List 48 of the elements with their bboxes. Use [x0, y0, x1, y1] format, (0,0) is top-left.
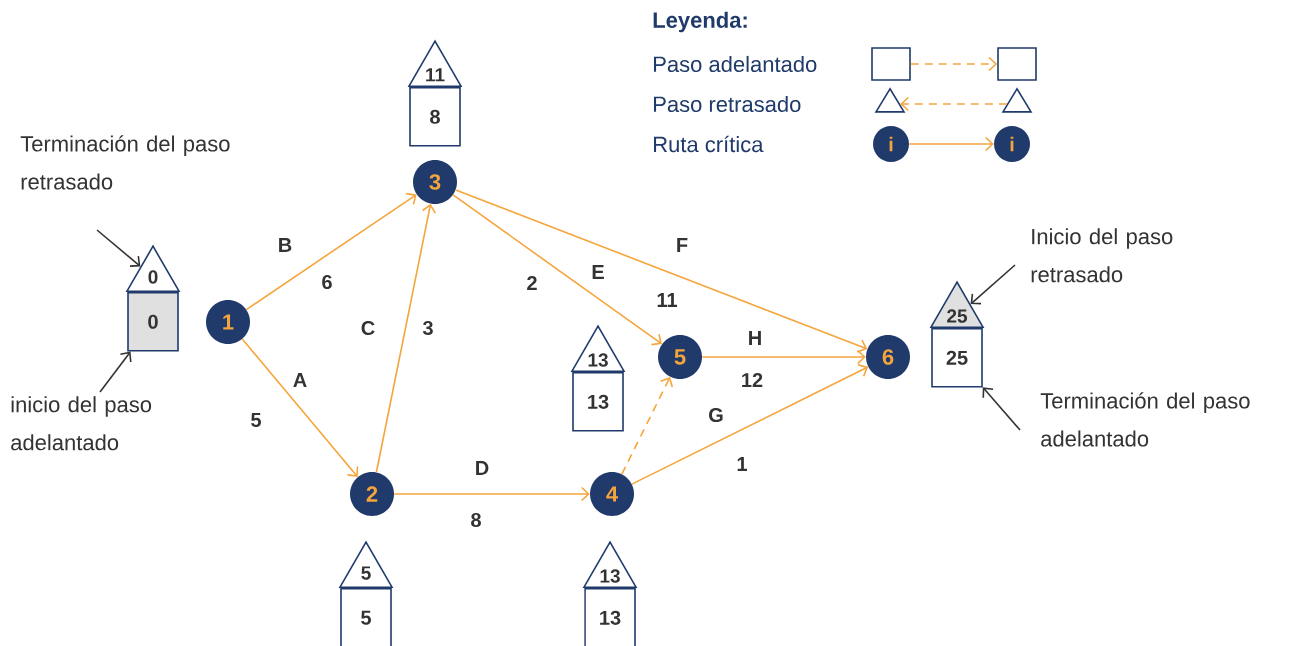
arrow	[900, 96, 1008, 112]
arrow	[245, 192, 417, 311]
legend-text: Paso retrasado	[654, 95, 801, 113]
edge-label: C	[359, 319, 377, 337]
duration-label: 5	[249, 412, 263, 428]
early-time-box: 25	[931, 328, 983, 388]
early-time-box: 13	[584, 588, 636, 646]
edge-label: A	[291, 372, 309, 388]
leader-arrow	[99, 351, 132, 393]
arrow	[910, 56, 998, 72]
edge-label: D	[473, 460, 491, 476]
annotation-text: Inicio del paso retrasado	[1031, 228, 1173, 283]
early-time-box: 0	[127, 292, 179, 352]
edge-label: G	[707, 406, 725, 424]
edge-label: E	[590, 264, 606, 280]
edge-label: B	[276, 237, 294, 253]
edge-label: F	[674, 237, 690, 253]
duration-label: 2	[525, 275, 539, 291]
legend-text: Ruta crítica	[654, 135, 764, 153]
arrow	[701, 349, 866, 365]
duration-label: 3	[421, 319, 435, 337]
arrow	[393, 486, 590, 502]
annotation-text: Terminación del paso adelantado	[1040, 392, 1250, 447]
annotation-text: Terminación del paso retrasado	[20, 135, 230, 190]
early-time-box: 13	[572, 372, 624, 432]
duration-label: 6	[320, 273, 334, 291]
annotation-text: inicio del paso adelantado	[11, 396, 152, 451]
leader-arrow	[96, 229, 141, 267]
arrow	[631, 363, 869, 485]
duration-label: 11	[655, 292, 679, 308]
legend-text: Paso adelantado	[654, 55, 817, 73]
sample-box	[871, 47, 911, 81]
duration-label: 8	[469, 511, 483, 529]
arrow	[621, 376, 674, 475]
legend-heading: Leyenda:	[653, 11, 747, 33]
arrow	[908, 136, 994, 152]
arrow	[452, 194, 662, 346]
arrow	[375, 203, 437, 474]
leader-arrow	[982, 387, 1021, 431]
early-time-box: 5	[340, 588, 392, 646]
early-time-box: 8	[409, 87, 461, 147]
edge-label: H	[746, 330, 764, 346]
arrow	[241, 338, 359, 477]
leader-arrow	[970, 264, 1016, 305]
sample-box	[997, 47, 1037, 81]
duration-label: 1	[735, 456, 749, 472]
duration-label: 12	[739, 372, 765, 388]
arrow	[454, 189, 868, 353]
